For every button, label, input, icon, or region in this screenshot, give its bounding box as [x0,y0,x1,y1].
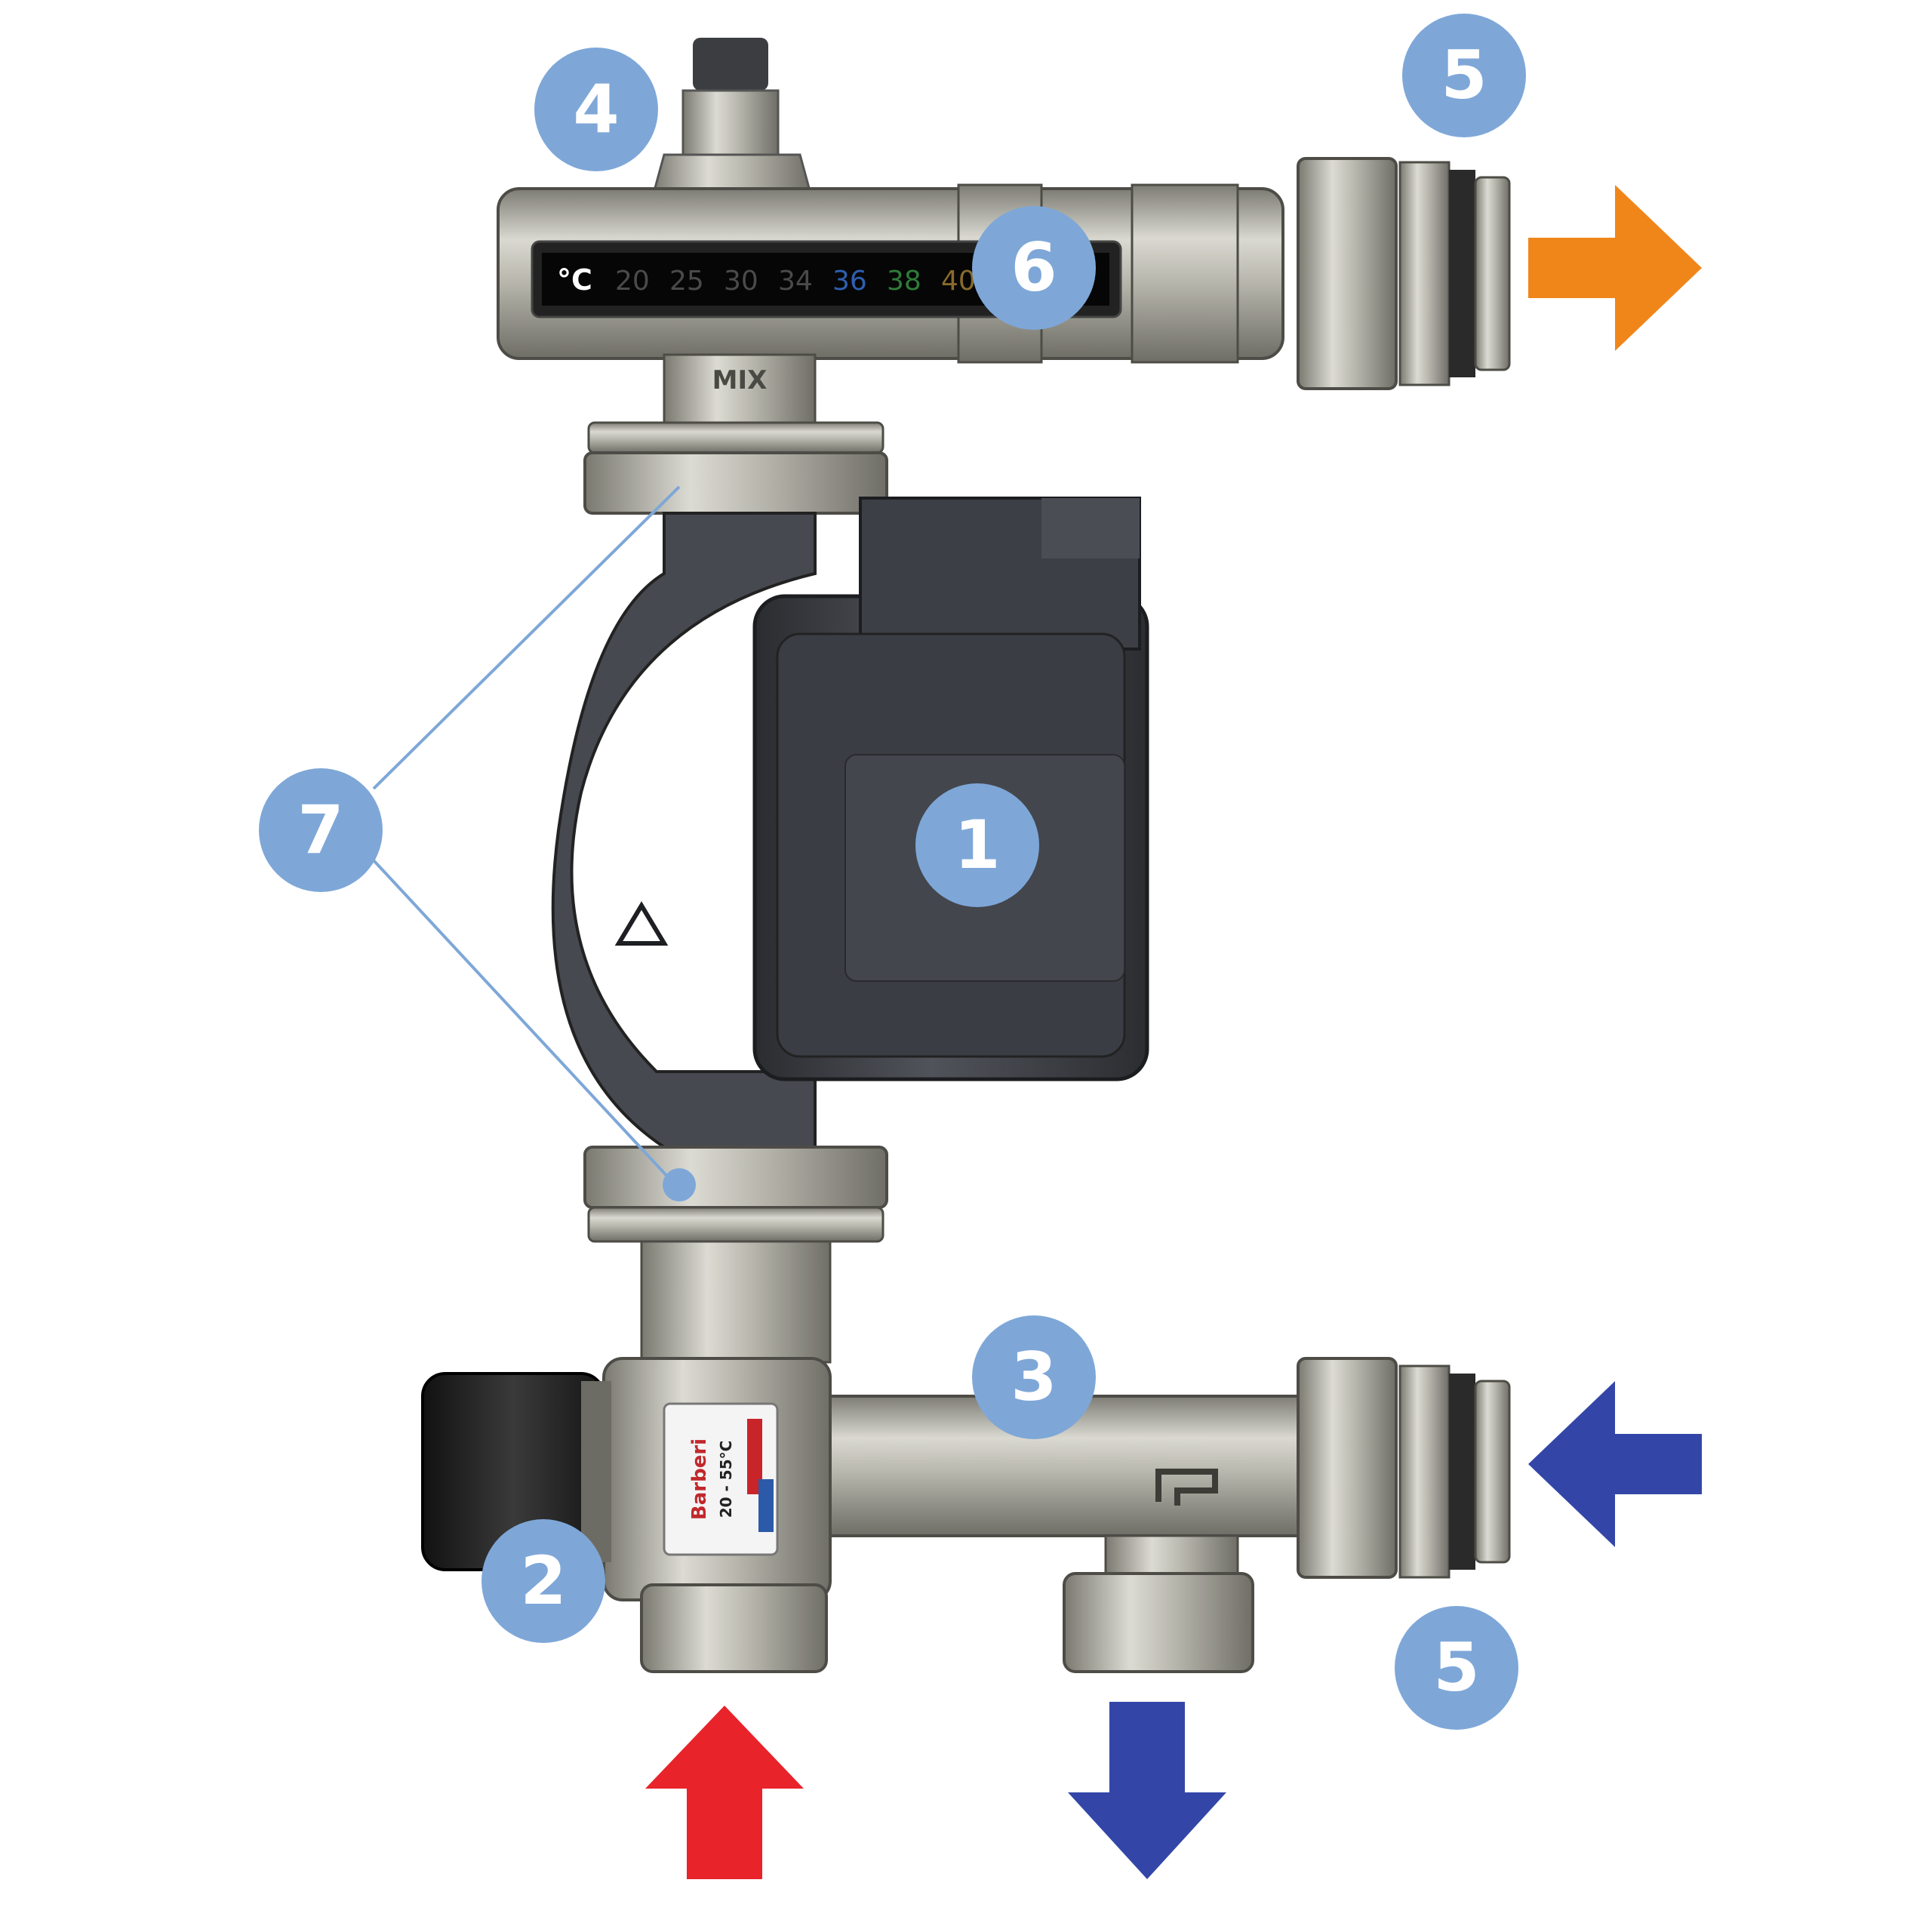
svg-text:3: 3 [1011,1338,1057,1416]
bottom-connector-thread [1474,1380,1511,1564]
svg-text:2: 2 [520,1542,566,1620]
return-outlet-thread [1063,1572,1254,1673]
thermometer-scale-value: 36 [832,266,867,297]
callout-7-dot [663,1168,696,1201]
hot-in-arrow [645,1706,804,1879]
top-connector-nut [1297,157,1398,390]
callout-mixing-valve: 2 [481,1519,605,1643]
return-in-arrow [1528,1381,1702,1547]
upper-union [583,421,888,515]
return-manifold [814,1357,1511,1673]
thermometer-scale-value: 38 [887,266,921,297]
supply-out-arrow [1528,185,1702,351]
svg-text:6: 6 [1011,229,1057,306]
return-out-arrow [1068,1702,1226,1879]
mixing-valve: Barberi 20 - 55°C [421,1357,832,1673]
callout-connector-top: 5 [1402,14,1526,137]
valve-range: 20 - 55°C [717,1441,735,1518]
callout-return-manifold: 3 [972,1315,1096,1439]
callout-air-vent: 4 [534,48,658,171]
svg-text:4: 4 [573,70,619,148]
svg-text:7: 7 [297,791,343,869]
svg-text:5: 5 [1433,1629,1479,1706]
top-connector-thread [1474,176,1511,371]
callout-unions: 7 [259,768,383,892]
flow-direction-icon [614,901,669,946]
circulation-pump [551,497,1149,1149]
lower-union [583,1146,888,1364]
callout-thermometer: 6 [972,206,1096,330]
svg-text:1: 1 [954,806,1000,884]
callout-7-leaders [372,485,681,1183]
hook-icon [1155,1469,1218,1506]
callout-pump: 1 [915,783,1039,907]
valve-brand: Barberi [688,1438,711,1520]
hot-inlet-thread [640,1583,828,1673]
thermometer-scale-value: 20 [615,266,650,297]
thermometer-scale-value: 40 [941,266,976,297]
svg-text:5: 5 [1441,36,1487,114]
thermometer-scale-value: 25 [669,266,704,297]
thermometer-unit: °C [557,263,592,297]
thermometer-scale-value: 30 [724,266,758,297]
bottom-connector-nut [1297,1357,1398,1579]
air-vent-cap [693,38,768,91]
mix-marking: MIX [712,365,768,395]
air-vent-body [681,89,780,156]
thermometer-scale-value: 34 [778,266,813,297]
callout-connector-bottom: 5 [1395,1606,1518,1730]
